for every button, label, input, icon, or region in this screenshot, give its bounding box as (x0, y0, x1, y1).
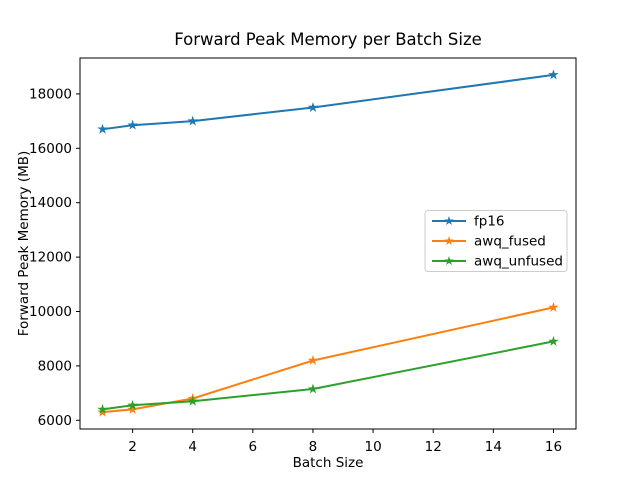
legend-item-awq_fused: awq_fused (432, 234, 546, 250)
data-point-marker-awq_fused (307, 354, 319, 365)
data-point-marker-awq_unfused (187, 395, 198, 406)
data-point-marker-awq_unfused (97, 403, 108, 414)
data-point-marker-awq_fused (127, 403, 138, 414)
data-point-marker-fp16 (97, 123, 108, 134)
legend-item-awq_unfused: awq_unfused (432, 254, 563, 270)
data-point-marker-awq_fused (97, 406, 108, 417)
x-axis-label: Batch Size (293, 455, 364, 471)
legend-box (424, 210, 568, 272)
y-tick-label: 16000 (29, 141, 72, 157)
legend-label-awq_fused: awq_fused (474, 234, 546, 250)
legend-marker-icon (444, 256, 454, 266)
data-point-marker-awq_unfused (307, 383, 319, 394)
y-tick-label: 8000 (38, 358, 72, 374)
legend-label-fp16: fp16 (474, 214, 505, 230)
legend-item-fp16: fp16 (432, 214, 505, 230)
chart-title: Forward Peak Memory per Batch Size (174, 30, 482, 49)
data-point-marker-fp16 (127, 119, 138, 130)
y-tick-label: 12000 (29, 250, 72, 266)
data-point-marker-awq_unfused (548, 335, 559, 346)
axes-spines (79, 57, 577, 430)
x-tick-label: 2 (128, 439, 137, 455)
x-tick-label: 6 (249, 439, 258, 455)
series-line-awq_fused (102, 306, 554, 414)
x-tick-label: 16 (545, 439, 562, 455)
data-point-marker-fp16 (548, 69, 559, 80)
data-point-marker-awq_unfused (127, 399, 138, 410)
legend-marker-icon (444, 216, 454, 226)
x-tick-label: 12 (425, 439, 442, 455)
y-axis-label: Forward Peak Memory (MB) (16, 151, 32, 337)
legend-marker-icon (444, 236, 454, 246)
data-point-marker-awq_fused (548, 301, 559, 312)
legend-label-awq_unfused: awq_unfused (474, 254, 563, 270)
y-tick-label: 10000 (29, 304, 72, 320)
series-line-awq_unfused (102, 340, 554, 411)
x-tick-label: 14 (485, 439, 502, 455)
x-tick-label: 8 (309, 439, 318, 455)
data-point-marker-fp16 (187, 115, 198, 126)
y-tick-label: 18000 (29, 86, 72, 102)
series-line-fp16 (102, 73, 554, 131)
y-tick-label: 6000 (38, 413, 72, 429)
data-point-marker-fp16 (307, 102, 319, 112)
x-tick-label: 10 (364, 439, 381, 455)
x-tick-label: 4 (188, 439, 197, 455)
y-tick-label: 14000 (29, 195, 72, 211)
